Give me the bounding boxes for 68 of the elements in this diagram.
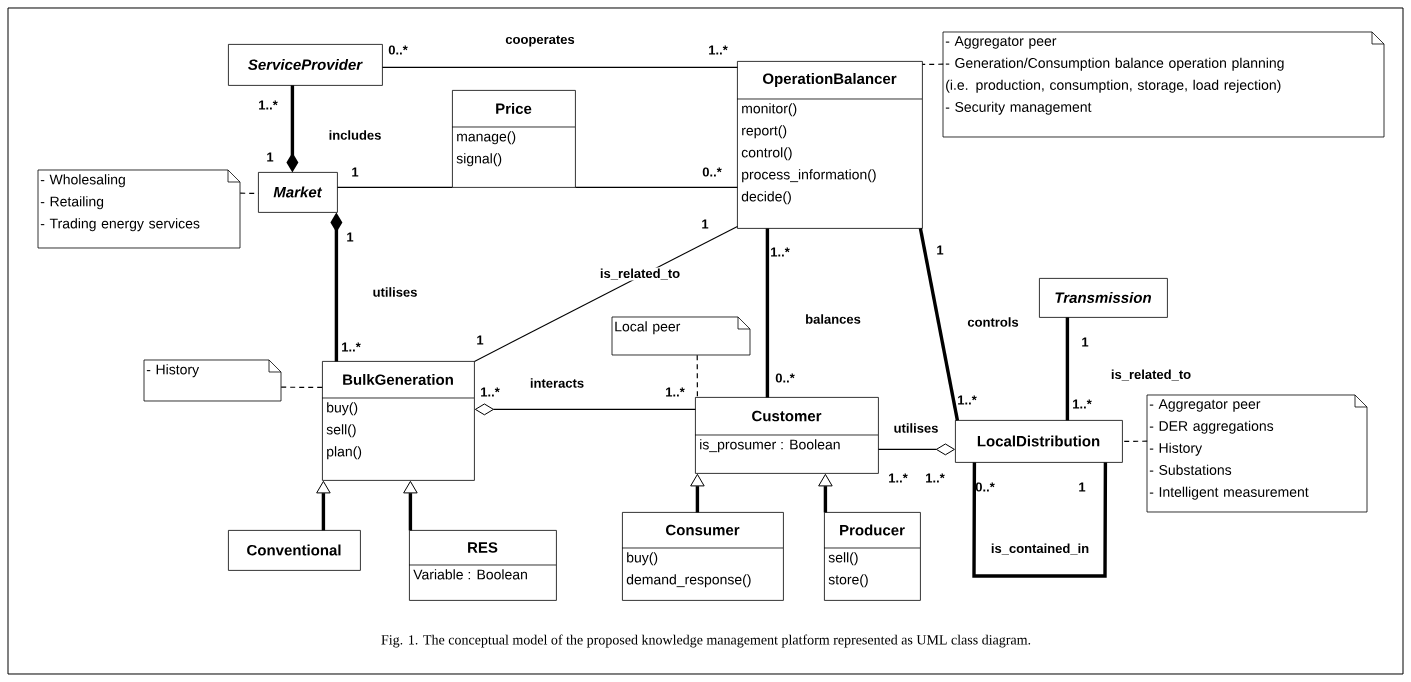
class-box: Market (258, 172, 338, 213)
multiplicity-label: 1 (477, 335, 484, 345)
caption: Fig. 1. The conceptual model of the proposed knowledge management platform represented as UML class diagram. (381, 634, 1031, 648)
multiplicity-label: 1 (352, 167, 359, 177)
edge-label: interacts (528, 377, 586, 389)
note-box: - Aggregator peer - DER aggregations - History - Substations - Intelligent measurement (1146, 394, 1368, 513)
note-link (921, 63, 944, 65)
association-line (918, 228, 960, 421)
class-box: Conventional (228, 530, 361, 571)
generalization-arrow (690, 473, 705, 513)
diamond-association (474, 403, 696, 416)
multiplicity-label: 1..* (958, 395, 977, 405)
association-line (381, 66, 738, 68)
association-line (336, 186, 453, 188)
class-box: Transmission (1039, 278, 1168, 318)
multiplicity-label: 0..* (975, 482, 995, 492)
edge-label: controls (966, 316, 1020, 328)
multiplicity-label: 1 (1079, 482, 1086, 492)
multiplicity-label: 1 (267, 152, 274, 162)
diamond-association (877, 443, 955, 456)
note-link (1121, 440, 1148, 442)
multiplicity-label: 1..* (481, 387, 500, 397)
multiplicity-label: 1..* (666, 387, 685, 397)
association-line (1065, 317, 1070, 421)
multiplicity-label: 0..* (702, 167, 722, 177)
edge-label: is_related_to (1109, 368, 1193, 382)
class-box: ServiceProvider (228, 44, 383, 86)
class-box: Consumer buy() demand_response() (621, 512, 784, 601)
edge-label: is_contained_in (989, 542, 1091, 556)
note-box: - Wholesaling - Retailing - Trading energy services (37, 169, 241, 249)
multiplicity-label: 1 (1082, 337, 1089, 347)
multiplicity-label: 1..* (342, 342, 361, 352)
multiplicity-label: 1..* (709, 45, 728, 55)
class-box: RES Variable : Boolean (408, 530, 557, 601)
multiplicity-label: 1..* (926, 473, 945, 483)
class-box: LocalDistribution (955, 420, 1123, 463)
association-line (473, 225, 738, 362)
generalization-arrow (316, 480, 331, 531)
class-box: Price manage() signal() (451, 90, 576, 188)
edge-label: cooperates (504, 34, 576, 48)
note-link (280, 386, 323, 388)
edge-label: utilises (892, 422, 940, 434)
multiplicity-label: 1 (937, 245, 944, 255)
multiplicity-label: 1 (702, 219, 709, 229)
multiplicity-label: 1..* (771, 247, 790, 257)
association-line (574, 186, 738, 188)
generalization-arrow (403, 480, 418, 531)
class-box: Producer sell() store() (823, 512, 921, 601)
multiplicity-label: 0..* (775, 373, 795, 383)
multiplicity-label: 1 (347, 232, 354, 242)
edge-label: is_related_to (598, 267, 682, 281)
note-link (696, 354, 698, 398)
multiplicity-label: 1..* (1073, 399, 1092, 409)
multiplicity-label: 1..* (259, 100, 278, 110)
generalization-arrow (818, 473, 833, 513)
edge-label: utilises (371, 286, 419, 298)
class-box: OperationBalancer monitor() report() control() process_information() decide() (736, 61, 923, 229)
note-box: - History (143, 359, 282, 402)
association-line (972, 462, 1108, 578)
multiplicity-label: 1..* (889, 473, 908, 483)
class-box: Customer is_prosumer : Boolean (694, 397, 879, 474)
note-box: - Aggregator peer - Generation/Consumption balance operation planning (i.e. production, consumption, storage, load rejection) - Security management (942, 31, 1385, 138)
class-box: BulkGeneration buy() sell() plan() (321, 361, 475, 481)
multiplicity-label: 0..* (388, 45, 408, 55)
association-line (765, 228, 770, 398)
note-box: Local peer (611, 316, 751, 356)
edge-label: includes (327, 129, 383, 141)
edge-label: balances (804, 313, 862, 325)
